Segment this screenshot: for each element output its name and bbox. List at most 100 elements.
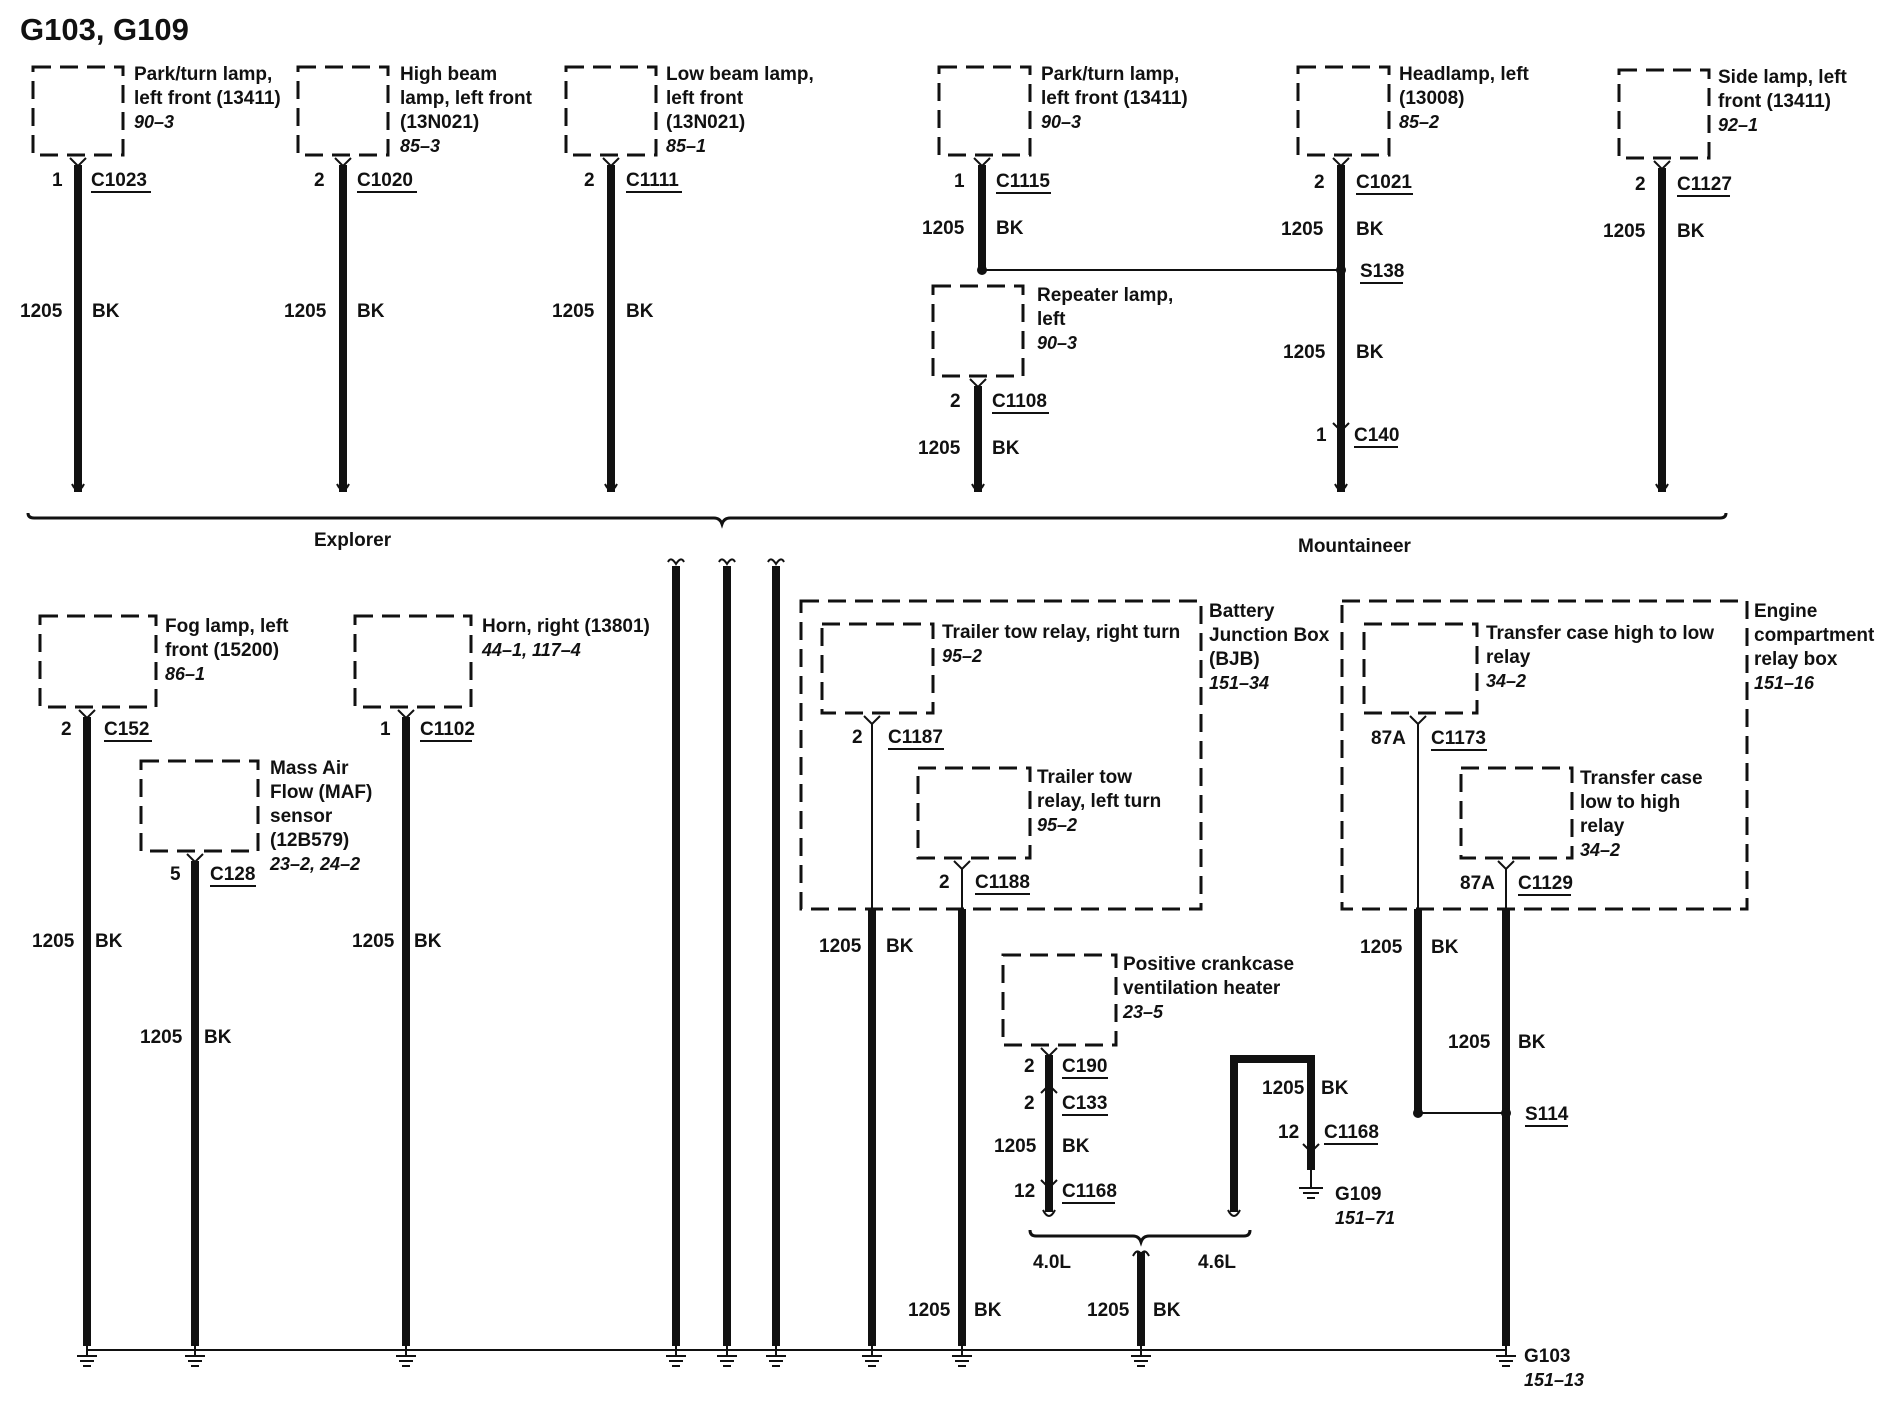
svg-text:BK: BK: [357, 301, 385, 322]
svg-text:front (15200): front (15200): [165, 640, 279, 661]
svg-text:2: 2: [1024, 1093, 1035, 1114]
svg-text:(BJB): (BJB): [1209, 649, 1260, 670]
svg-text:BK: BK: [204, 1027, 232, 1048]
label-mountaineer: Mountaineer: [1298, 536, 1412, 557]
svg-text:85–1: 85–1: [666, 136, 706, 156]
svg-text:BK: BK: [1153, 1300, 1181, 1321]
wire-c1187: 2 C1187 1205 BK: [819, 715, 944, 1346]
svg-text:1205: 1205: [284, 301, 327, 322]
svg-text:23–2, 24–2: 23–2, 24–2: [269, 854, 360, 874]
label-4-0l: 4.0L: [1033, 1252, 1071, 1273]
svg-text:BK: BK: [1062, 1136, 1090, 1157]
component-pcv-heater: Positive crankcase ventilation heater 23…: [1001, 953, 1294, 1047]
svg-text:2: 2: [584, 170, 595, 191]
svg-text:(13N021): (13N021): [666, 112, 745, 133]
svg-text:1: 1: [52, 170, 63, 191]
svg-text:C1020: C1020: [357, 170, 413, 191]
ground-symbols: [77, 1346, 1516, 1367]
svg-text:1205: 1205: [1360, 937, 1403, 958]
svg-text:2: 2: [1314, 172, 1325, 193]
svg-text:1205: 1205: [20, 301, 63, 322]
svg-text:BK: BK: [626, 301, 654, 322]
wire-c1102: 1 C1102 1205 BK: [352, 709, 475, 1346]
svg-text:BK: BK: [1356, 342, 1384, 363]
svg-text:relay box: relay box: [1754, 649, 1838, 670]
component-fog-lamp-left-front: Fog lamp, left front (15200) 86–1: [38, 614, 289, 709]
svg-text:C1111: C1111: [626, 170, 679, 191]
svg-text:C1168: C1168: [1062, 1181, 1117, 1202]
component-headlamp-left: Headlamp, left (13008) 85–2: [1296, 64, 1530, 157]
svg-text:1205: 1205: [140, 1027, 183, 1048]
svg-text:1205: 1205: [819, 936, 862, 957]
wire-c128: 5 C128 1205 BK: [140, 853, 256, 1346]
ground-symbol: [862, 1346, 882, 1367]
wire-c1020: 2 C1020 1205 BK: [284, 157, 417, 492]
svg-text:1205: 1205: [1283, 342, 1326, 363]
svg-text:34–2: 34–2: [1580, 840, 1620, 860]
splice-s138: S138: [1360, 261, 1404, 282]
svg-text:C1115: C1115: [996, 171, 1050, 192]
wire-c1127: 2 C1127 1205 BK: [1603, 160, 1732, 492]
svg-text:1205: 1205: [552, 301, 595, 322]
svg-text:lamp, left front: lamp, left front: [400, 88, 533, 109]
component-horn-right: Horn, right (13801) 44–1, 117–4: [353, 614, 650, 709]
svg-text:sensor: sensor: [270, 806, 333, 827]
svg-text:1205: 1205: [1448, 1032, 1491, 1053]
engine-brace: 4.0L 4.6L 1205 BK: [1028, 1229, 1252, 1346]
wire-c1129: 87A C1129 1205 BK S114: [1448, 860, 1573, 1346]
svg-text:BK: BK: [1321, 1078, 1349, 1099]
svg-text:1205: 1205: [994, 1136, 1037, 1157]
svg-text:92–1: 92–1: [1718, 115, 1758, 135]
wire-pcv-heater: 2 C190 2 C133 1205 BK 12 C1168: [994, 1047, 1117, 1217]
svg-text:90–3: 90–3: [1037, 333, 1077, 353]
svg-text:relay: relay: [1486, 647, 1531, 668]
svg-text:(12B579): (12B579): [270, 830, 349, 851]
ground-bus-g103: G103 151–13: [87, 1346, 1584, 1390]
svg-text:2: 2: [939, 872, 950, 893]
wire-c1111: 2 C1111 1205 BK: [552, 157, 682, 492]
svg-text:1205: 1205: [1087, 1300, 1130, 1321]
svg-text:left: left: [1037, 309, 1066, 330]
svg-text:2: 2: [1024, 1056, 1035, 1077]
svg-text:C1102: C1102: [420, 719, 475, 740]
svg-text:C1187: C1187: [888, 727, 943, 748]
wire-c1023: 1 C1023 1205 BK: [20, 157, 151, 492]
svg-text:Park/turn lamp,: Park/turn lamp,: [1041, 64, 1179, 85]
svg-text:compartment: compartment: [1754, 625, 1875, 646]
component-battery-junction-box: Battery Junction Box (BJB) 151–34: [799, 599, 1330, 911]
component-park-turn-lamp-left-front-a: Park/turn lamp, left front (13411) 90–3: [31, 64, 281, 157]
component-transfer-case-high-to-low-relay: Transfer case high to low relay 34–2: [1362, 622, 1714, 715]
svg-text:left front: left front: [666, 88, 744, 109]
svg-text:5: 5: [170, 864, 181, 885]
ground-symbol: [766, 1346, 786, 1367]
svg-text:C128: C128: [210, 864, 255, 885]
svg-text:ventilation heater: ventilation heater: [1123, 978, 1281, 999]
svg-text:relay, left turn: relay, left turn: [1037, 791, 1161, 812]
svg-text:87A: 87A: [1460, 873, 1495, 894]
svg-text:Transfer case high to low: Transfer case high to low: [1486, 623, 1714, 644]
svg-text:85–3: 85–3: [400, 136, 440, 156]
wire-c152: 2 C152 1205 BK: [32, 709, 152, 1346]
svg-text:44–1, 117–4: 44–1, 117–4: [481, 640, 581, 660]
svg-text:Headlamp, left: Headlamp, left: [1399, 64, 1530, 85]
component-maf-sensor: Mass Air Flow (MAF) sensor (12B579) 23–2…: [139, 758, 372, 874]
svg-text:1: 1: [954, 171, 965, 192]
svg-text:85–2: 85–2: [1399, 112, 1439, 132]
svg-text:G103: G103: [1524, 1346, 1570, 1367]
svg-text:Trailer tow: Trailer tow: [1037, 767, 1132, 788]
ground-symbol: [77, 1346, 97, 1367]
svg-text:87A: 87A: [1371, 728, 1406, 749]
label-explorer: Explorer: [314, 530, 392, 551]
svg-text:2: 2: [852, 727, 863, 748]
svg-text:BK: BK: [1518, 1032, 1546, 1053]
top-wire-ends: [71, 483, 1669, 491]
splice-s114: S114: [1525, 1104, 1569, 1125]
svg-text:BK: BK: [996, 218, 1024, 239]
svg-text:1205: 1205: [1262, 1078, 1305, 1099]
svg-text:151–13: 151–13: [1524, 1370, 1584, 1390]
svg-text:1205: 1205: [32, 931, 75, 952]
svg-text:Trailer tow relay, right turn: Trailer tow relay, right turn: [942, 622, 1180, 643]
svg-text:BK: BK: [992, 438, 1020, 459]
component-low-beam-lamp: Low beam lamp, left front (13N021) 85–1: [564, 64, 814, 157]
svg-text:1: 1: [1316, 425, 1327, 446]
